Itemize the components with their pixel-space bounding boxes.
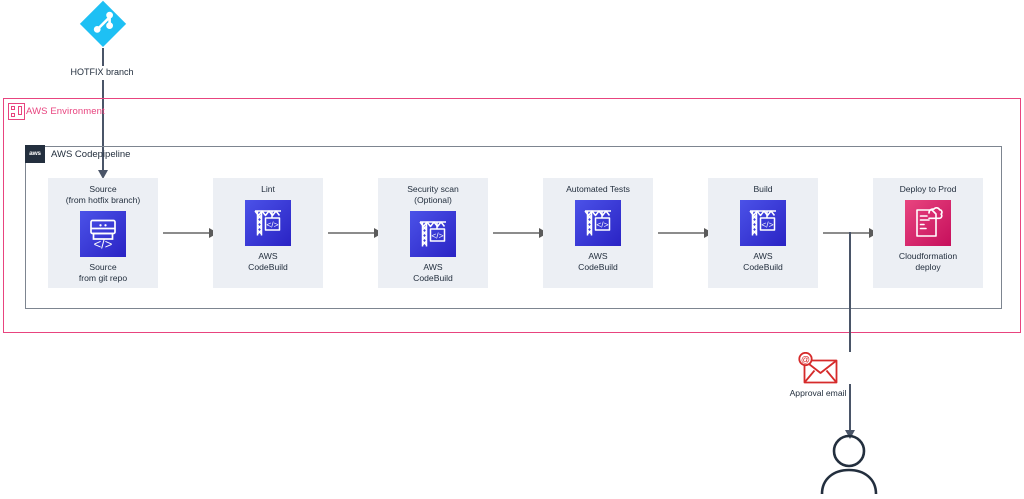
email-at-icon: @ (797, 351, 839, 384)
stage-subtitle: Source from git repo (78, 262, 128, 283)
stage-title: Source (from hotfix branch) (65, 184, 141, 205)
stage-subtitle: Cloudformation deploy (898, 251, 958, 272)
aws-codebuild-icon: </> (410, 211, 456, 257)
stage-subtitle: AWS CodeBuild (413, 262, 453, 283)
approval-email-label: Approval email (789, 388, 847, 398)
git-connector-lower (102, 80, 104, 172)
pipeline-stage-automated-tests[interactable]: Automated Tests </> AWS CodeBuild (543, 178, 653, 288)
pipeline-stage-deploy-to-prod[interactable]: Deploy to Prod Cloudformation deploy (873, 178, 983, 288)
pipeline-stage-build[interactable]: Build </> AWS CodeBuild (708, 178, 818, 288)
stage-connector-5 (823, 232, 871, 234)
git-connector-upper (102, 48, 104, 66)
stage-subtitle: AWS CodeBuild (743, 251, 783, 272)
svg-text:</>: </> (266, 219, 278, 229)
codepipeline-boundary (25, 146, 1002, 309)
aws-codebuild-icon: </> (575, 200, 621, 246)
aws-codebuild-icon: </> (740, 200, 786, 246)
actor-connector (849, 384, 851, 432)
aws-cloudformation-icon (905, 200, 951, 246)
aws-codebuild-icon: </> (245, 200, 291, 246)
svg-text:</>: </> (94, 237, 113, 252)
aws-environment-boundary (3, 98, 1021, 333)
stage-subtitle: AWS CodeBuild (248, 251, 288, 272)
aws-cloud-icon (8, 103, 25, 120)
svg-text:</>: </> (596, 219, 608, 229)
approval-branch-connector (849, 232, 851, 352)
hotfix-branch-label: HOTFIX branch (70, 67, 134, 77)
aws-cloud-icon-dot (11, 113, 15, 117)
stage-connector-2 (328, 232, 376, 234)
git-connector-arrowhead (97, 170, 108, 179)
svg-text:@: @ (801, 354, 810, 364)
stage-connector-3 (493, 232, 541, 234)
stage-title: Deploy to Prod (899, 184, 957, 194)
pipeline-stage-security-scan[interactable]: Security scan (Optional) </> AWS CodeBui… (378, 178, 488, 288)
stage-connector-1 (163, 232, 211, 234)
aws-logo-icon: aws (25, 145, 45, 163)
git-icon (79, 0, 127, 48)
aws-environment-label: AWS Environment (26, 106, 105, 117)
user-actor-icon (818, 432, 880, 495)
pipeline-stage-lint[interactable]: Lint </> AWS CodeBuild (213, 178, 323, 288)
stage-title: Lint (261, 184, 275, 194)
svg-text:</>: </> (761, 219, 773, 229)
codepipeline-label: AWS Codepipeline (51, 149, 131, 160)
svg-text:</>: </> (431, 230, 443, 240)
pipeline-stage-source[interactable]: Source (from hotfix branch) </> Source f… (48, 178, 158, 288)
stage-title: Security scan (Optional) (407, 184, 459, 205)
stage-connector-4 (658, 232, 706, 234)
stage-title: Build (753, 184, 773, 194)
stage-subtitle: AWS CodeBuild (578, 251, 618, 272)
aws-codecommit-icon: </> (80, 211, 126, 257)
actor-connector-arrowhead (844, 430, 855, 439)
stage-title: Automated Tests (566, 184, 630, 194)
